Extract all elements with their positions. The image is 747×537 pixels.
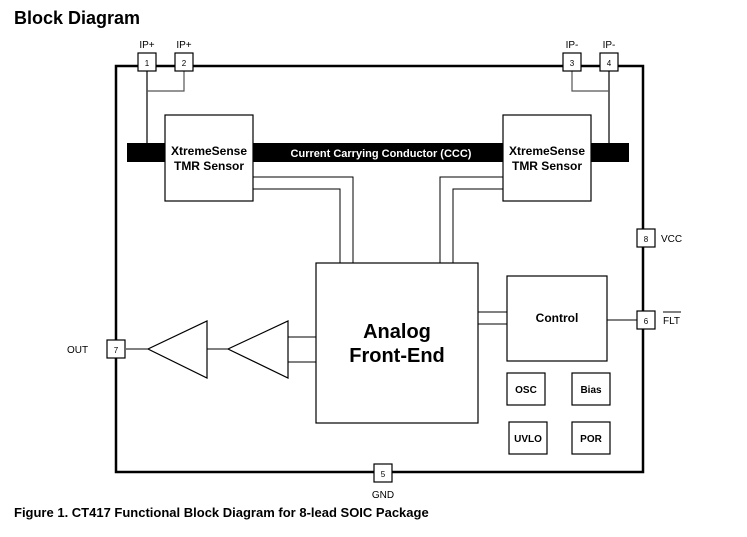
osc-block [506, 372, 546, 406]
pin-7-number: 7 [114, 346, 119, 355]
pin-7-name: OUT [67, 345, 88, 356]
pin-1: 1 IP+ [137, 40, 157, 72]
por-block [571, 421, 611, 455]
pin-6-name: FLT [663, 316, 680, 327]
uvlo-block [508, 421, 548, 455]
pin-3-name: IP- [566, 40, 579, 51]
pin-5-name: GND [372, 490, 394, 501]
afe-line1: Analog [363, 321, 431, 343]
wire-left-sensor-afe-b [253, 188, 341, 263]
pin-2-name: IP+ [176, 40, 191, 51]
wire-pin2 [147, 71, 185, 92]
pin-1-number: 1 [145, 59, 150, 68]
pin-1-name: IP+ [139, 40, 154, 51]
osc-label: OSC [515, 385, 537, 396]
pin-5-number: 5 [381, 470, 386, 479]
pin-3-number: 3 [570, 59, 575, 68]
pin-6-number: 6 [644, 317, 649, 326]
wire-pin3 [571, 71, 609, 92]
pin-3: 3 IP- [562, 40, 582, 72]
left-sensor-line1: XtremeSense [171, 144, 247, 158]
pin-6: 6 FLT [636, 310, 681, 330]
pin-8-number: 8 [644, 235, 649, 244]
control-block [506, 275, 608, 362]
pin-5: 5 GND [372, 463, 394, 501]
control-label: Control [536, 311, 579, 325]
page-title: Block Diagram [14, 8, 141, 28]
amplifier-stage-1 [146, 320, 208, 379]
pin-4-name: IP- [603, 40, 616, 51]
por-label: POR [580, 434, 602, 445]
amplifier-stage-2 [226, 320, 289, 379]
wire-right-sensor-afe-b [452, 188, 503, 263]
right-tmr-sensor [502, 114, 592, 202]
pin-7: 7 OUT [67, 339, 126, 359]
pin-4-number: 4 [607, 59, 612, 68]
right-sensor-line2: TMR Sensor [512, 159, 582, 173]
figure-caption: Figure 1. CT417 Functional Block Diagram… [14, 505, 429, 520]
left-tmr-sensor [164, 114, 254, 202]
wire-right-sensor-afe-a [439, 176, 503, 263]
afe-line2: Front-End [349, 345, 445, 367]
conductor-label: Current Carrying Conductor (CCC) [291, 148, 472, 160]
left-sensor-line2: TMR Sensor [174, 159, 244, 173]
uvlo-label: UVLO [514, 434, 542, 445]
pin-8-name: VCC [661, 234, 682, 245]
pin-4: 4 IP- [599, 40, 619, 72]
pin-2-number: 2 [182, 59, 187, 68]
pin-8: 8 VCC [636, 228, 682, 248]
wire-left-sensor-afe-a [253, 176, 354, 263]
pin-2: 2 IP+ [174, 40, 194, 72]
bias-label: Bias [580, 385, 602, 396]
right-sensor-line1: XtremeSense [509, 144, 585, 158]
bias-block [571, 372, 611, 406]
analog-front-end [315, 262, 479, 424]
